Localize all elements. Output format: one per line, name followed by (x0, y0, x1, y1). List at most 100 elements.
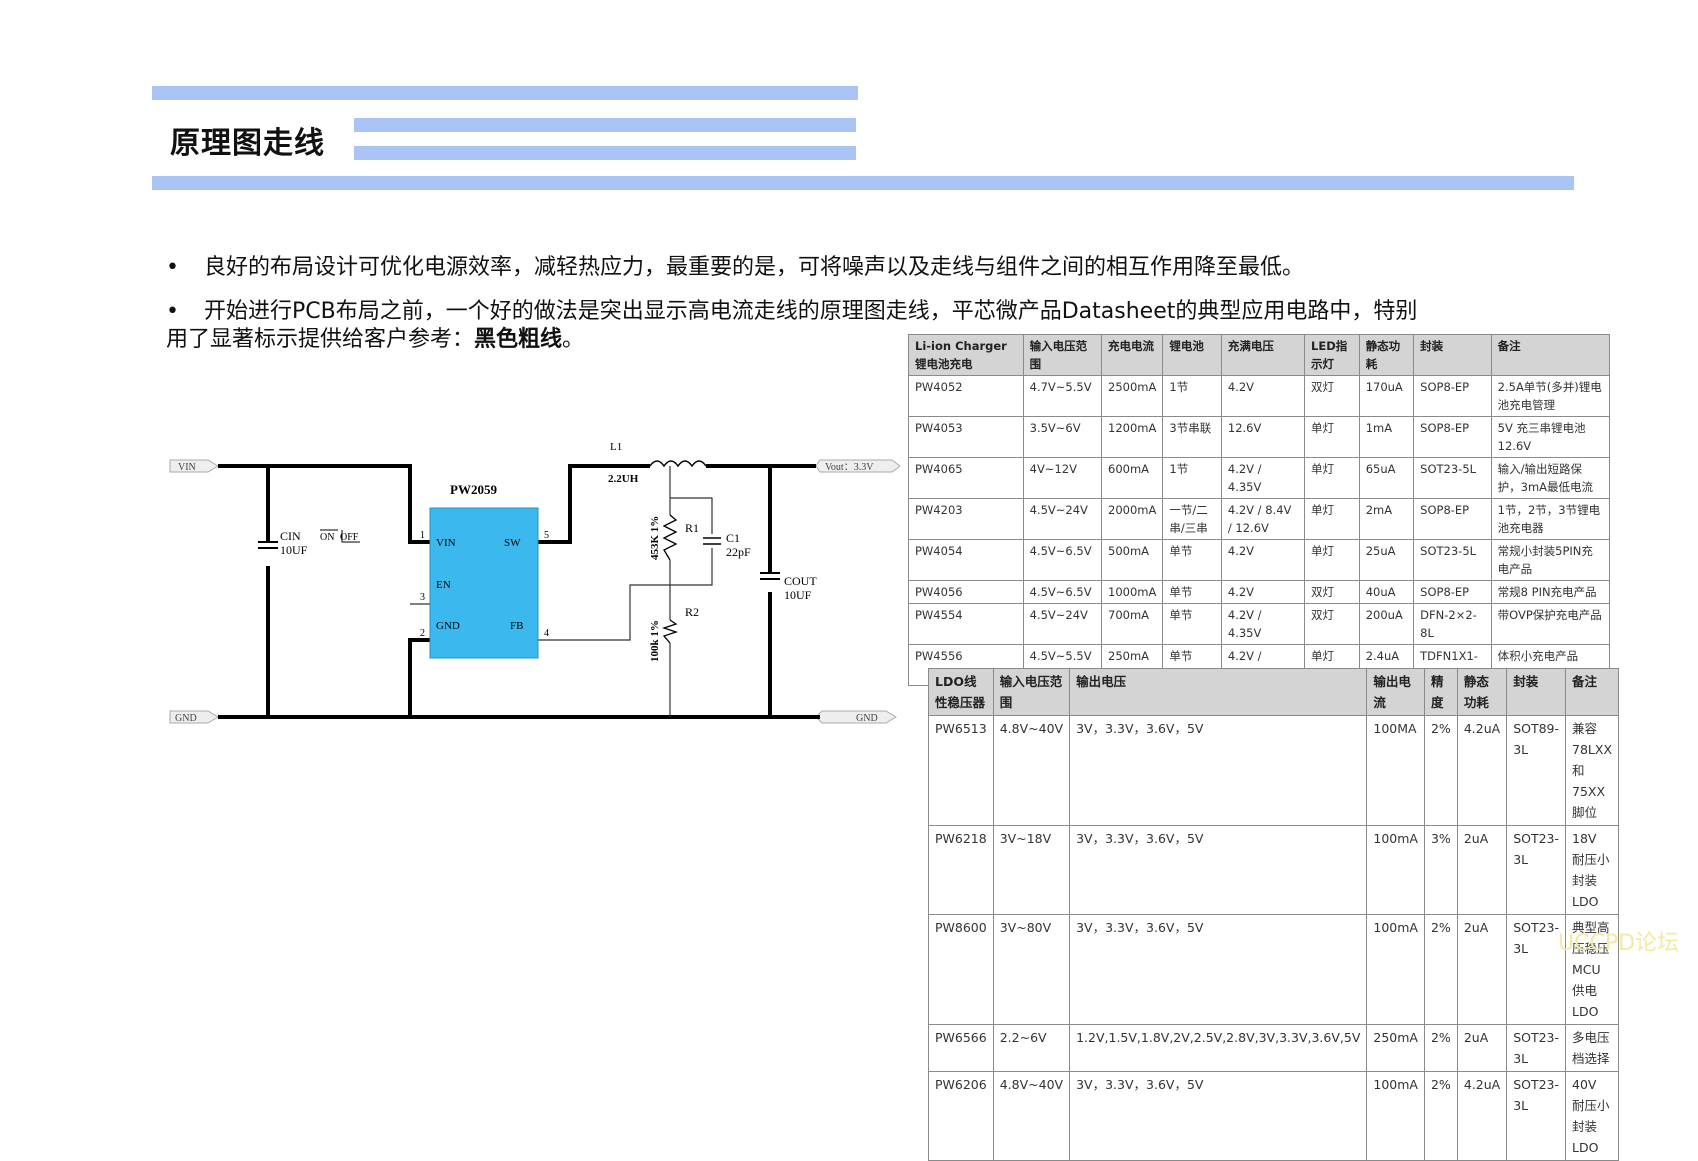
table-cell: PW4053 (908, 416, 1024, 458)
table-cell: 多电压档选择 (1565, 1024, 1620, 1072)
table-cell: 4.2uA (1456, 1071, 1508, 1161)
table-cell: 单灯 (1304, 416, 1360, 458)
table-cell: SOP8-EP (1413, 416, 1492, 458)
highlight-bar-mid1 (354, 118, 856, 132)
table-cell: 一节/二串/三串 (1162, 498, 1222, 540)
table-cell: 常规8 PIN充电产品 (1490, 580, 1611, 604)
table-cell: 40uA (1358, 580, 1415, 604)
signal-traces (410, 466, 713, 717)
column-header: Li-ion Charger 锂电池充电 (908, 334, 1024, 376)
table-cell: 单灯 (1304, 539, 1360, 581)
c1-value: 22pF (726, 545, 751, 559)
table-cell: 3% (1423, 825, 1458, 915)
column-header: LDO线性稳压器 (928, 668, 994, 716)
table-cell: PW6566 (928, 1024, 994, 1072)
table-cell: PW6206 (928, 1071, 994, 1161)
bullet-2-bold: 黑色粗线 (474, 327, 563, 352)
table-cell: SOT23-3L (1506, 914, 1567, 1025)
bullet-2-line1: 开始进行PCB布局之前，一个好的做法是突出显示高电流走线的原理图走线，平芯微产品… (204, 299, 1418, 324)
resistor-r2 (661, 619, 679, 644)
bullet-marker: • (166, 299, 179, 324)
pw2059-chip (429, 507, 539, 659)
column-header: 输入电压范围 (1022, 334, 1103, 376)
table-cell: 65uA (1358, 457, 1415, 499)
table-cell: 4.7V~5.5V (1022, 375, 1103, 417)
column-header: 锂电池 (1162, 334, 1222, 376)
table-cell: SOT23-3L (1506, 1071, 1567, 1161)
table-cell: 3V，3.3V，3.6V，5V (1069, 715, 1368, 826)
table-cell: PW4203 (908, 498, 1024, 540)
table-cell: 2.5A单节(多并)锂电池充电管理 (1490, 375, 1611, 417)
table-cell: 3V，3.3V，3.6V，5V (1069, 825, 1368, 915)
r1-label: R1 (685, 521, 699, 535)
table-cell: 2mA (1358, 498, 1415, 540)
column-header: 备注 (1490, 334, 1611, 376)
table-cell: 5V 充三串锂电池 12.6V (1490, 416, 1611, 458)
table-cell: 3V~80V (992, 914, 1071, 1025)
table-cell: 双灯 (1304, 375, 1360, 417)
pin1-number: 1 (420, 530, 425, 541)
pin-fb-label: FB (510, 620, 523, 632)
column-header: 输入电压范围 (992, 668, 1071, 716)
table-cell: 25uA (1358, 539, 1415, 581)
inductor-l1 (649, 460, 707, 468)
table-cell: 2000mA (1101, 498, 1164, 540)
table-cell: SOP8-EP (1413, 580, 1492, 604)
table-cell: 4.5V~6.5V (1022, 539, 1103, 581)
column-header: 充电电流 (1101, 334, 1164, 376)
table-cell: 500mA (1101, 539, 1164, 581)
table-cell: 输入/输出短路保护，3mA最低电流 (1490, 457, 1611, 499)
column-header: 输出电流 (1366, 668, 1425, 716)
c1-label: C1 (726, 531, 740, 545)
page-title: 原理图走线 (170, 126, 325, 161)
vin-port (169, 459, 219, 473)
column-header: 封装 (1506, 668, 1567, 716)
table-cell: 200uA (1358, 603, 1415, 645)
on-off-switch (320, 529, 360, 543)
vin-label: VIN (178, 462, 196, 473)
table-cell: 100MA (1366, 715, 1425, 826)
table-cell: PW8600 (928, 914, 994, 1025)
table-cell: 3节串联 (1162, 416, 1222, 458)
cout-capacitor (760, 572, 780, 580)
off-label: OFF (340, 532, 359, 543)
table-cell: 带OVP保护充电产品 (1490, 603, 1611, 645)
table-cell: SOT23-5L (1413, 457, 1492, 499)
pin3-number: 3 (420, 592, 425, 603)
column-header: 精度 (1423, 668, 1458, 716)
table-cell: 3V，3.3V，3.6V，5V (1069, 914, 1368, 1025)
table-cell: 1节，2节，3节锂电池充电器 (1490, 498, 1611, 540)
table-cell: 4.5V~6.5V (1022, 580, 1103, 604)
table-cell: 常规小封装5PIN充电产品 (1490, 539, 1611, 581)
table-cell: 4.2uA (1456, 715, 1508, 826)
bullet-marker: • (166, 255, 179, 280)
table-cell: 1.2V,1.5V,1.8V,2V,2.5V,2.8V,3V,3.3V,3.6V… (1069, 1024, 1368, 1072)
table-cell: 4.2V / 4.35V (1220, 603, 1306, 645)
pin4-number: 4 (544, 628, 549, 639)
cout-label: COUT (784, 574, 817, 588)
high-current-traces (218, 464, 820, 719)
column-header: LED指示灯 (1304, 334, 1360, 376)
table-cell: 4.5V~24V (1022, 498, 1103, 540)
table-cell: 2% (1423, 1071, 1458, 1161)
highlight-bar-long (152, 176, 1574, 190)
highlight-bar-mid2 (354, 146, 856, 160)
bullet-2-line2: 用了显著标示提供给客户参考： (166, 327, 475, 352)
resistor-r1 (662, 514, 678, 561)
table-cell: 双灯 (1304, 580, 1360, 604)
watermark: UCCPD论坛 (1558, 931, 1680, 956)
table-cell: 2uA (1456, 825, 1508, 915)
table-cell: PW6513 (928, 715, 994, 826)
table-cell: 600mA (1101, 457, 1164, 499)
pin-vin-label: VIN (436, 537, 456, 549)
table-header-row: LDO线性稳压器输入电压范围输出电压输出电流精度静态功耗封装备注 (928, 668, 1620, 716)
table-cell: 2uA (1456, 1024, 1508, 1072)
